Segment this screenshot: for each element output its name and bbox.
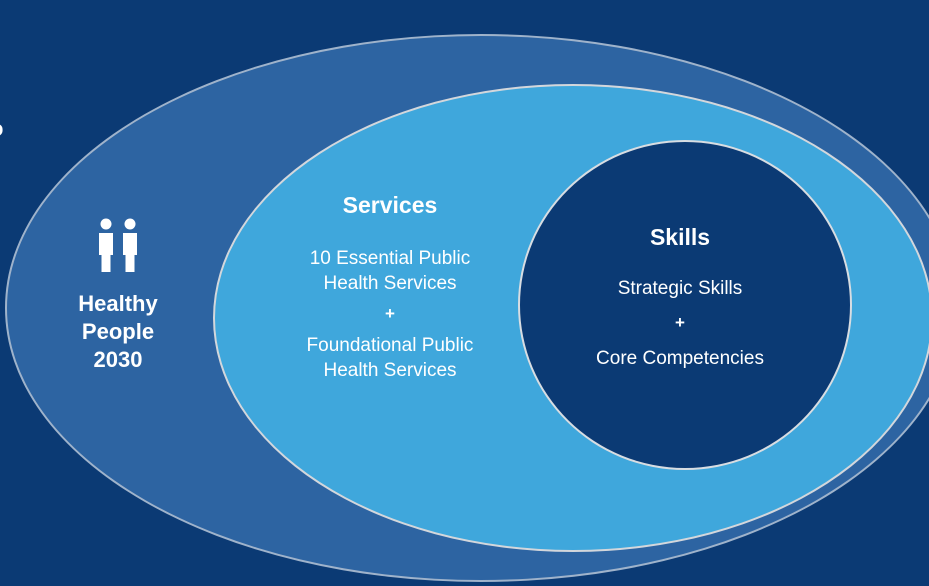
skills-plus-sign: + bbox=[675, 313, 685, 332]
foundational-services-line: Health Services bbox=[323, 360, 457, 381]
skills-circle bbox=[518, 140, 852, 470]
healthy-people-title: Healthy People 2030 bbox=[44, 290, 192, 374]
essential-services-line: 10 Essential Public bbox=[309, 248, 471, 269]
healthy-people-line: Healthy bbox=[78, 291, 158, 316]
services-title: Services bbox=[342, 192, 438, 218]
healthy-people-line: People bbox=[81, 319, 155, 344]
services-plus-sign: + bbox=[385, 304, 395, 323]
healthy-people-line: 2030 bbox=[93, 347, 143, 372]
strategic-skills-label: Strategic Skills bbox=[617, 278, 743, 299]
skills-text-block: Skills Strategic Skills + Core Competenc… bbox=[545, 222, 815, 371]
core-competencies-label: Core Competencies bbox=[596, 348, 764, 369]
services-text-block: Services 10 Essential Public Health Serv… bbox=[255, 190, 525, 383]
cropped-text-fragment: o bbox=[0, 118, 3, 140]
people-icon bbox=[99, 218, 137, 272]
skills-title: Skills bbox=[649, 224, 711, 250]
essential-services-line: Health Services bbox=[323, 273, 457, 294]
foundational-services-line: Foundational Public bbox=[306, 335, 474, 356]
